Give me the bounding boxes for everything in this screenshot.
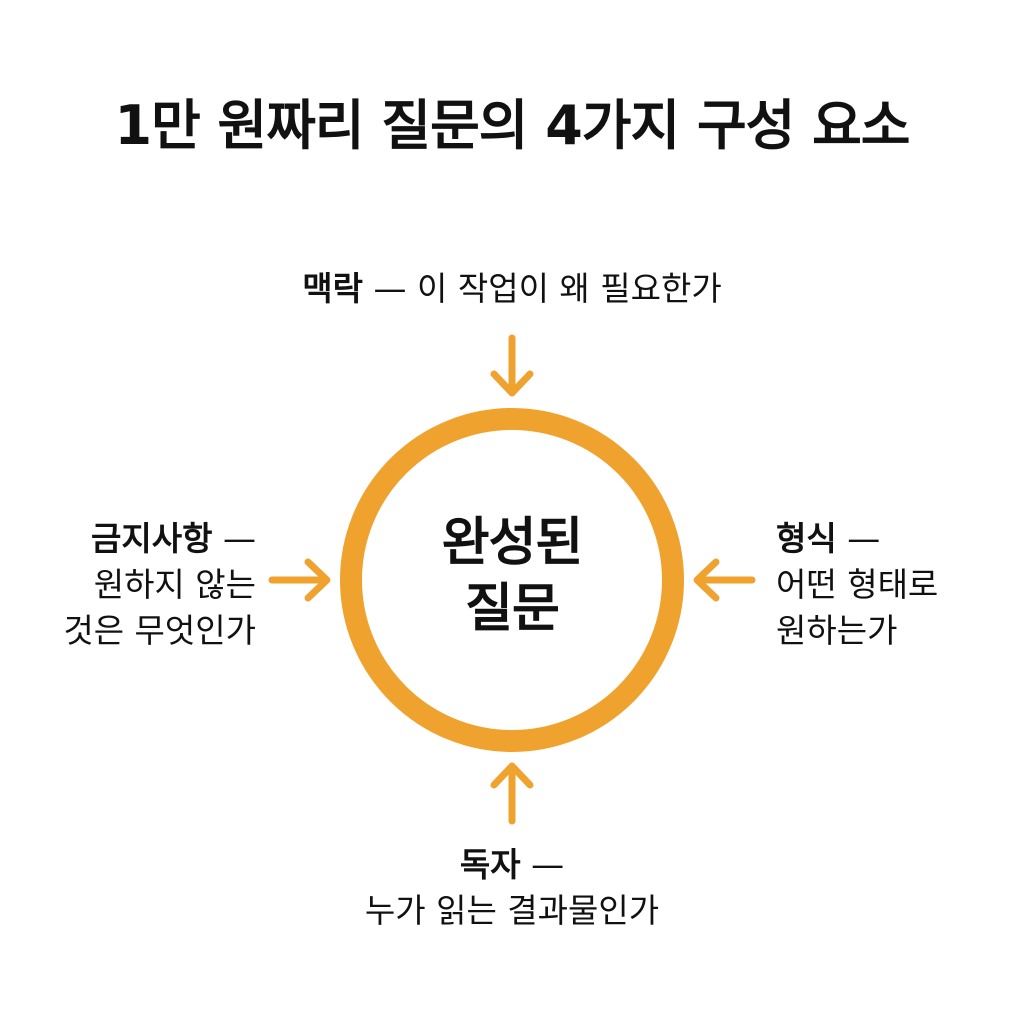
component-restrictions-line3: 것은 무엇인가 [63,611,256,650]
component-format-line3: 원하는가 [776,611,898,650]
component-audience: 독자 — 누가 읽는 결과물인가 [0,842,1024,934]
component-restrictions-dash: — [212,519,256,558]
component-restrictions-heading: 금지사항 [91,519,213,558]
component-format: 형식 — 어떤 형태로 원하는가 [776,516,1016,654]
component-restrictions-line2: 원하지 않는 [93,565,256,604]
center-label-line1: 완성된 [441,513,584,573]
component-context-description: — 이 작업이 왜 필요한가 [363,269,722,308]
component-audience-dash: — [520,845,565,884]
component-format-heading: 형식 [776,519,837,558]
center-label: 완성된 질문 [362,510,662,642]
arrow-from-left [268,558,331,602]
component-restrictions: 금지사항 — 원하지 않는 것은 무엇인가 [0,516,256,654]
component-audience-line2: 누가 읽는 결과물인가 [364,891,660,930]
arrow-from-right [693,558,756,602]
component-audience-heading: 독자 [459,845,521,884]
arrow-from-bottom [490,762,534,825]
center-label-line2: 질문 [465,579,560,639]
arrow-from-top [490,334,534,397]
component-format-dash: — [836,519,881,558]
center-ring [340,408,684,752]
component-format-line2: 어떤 형태로 [776,565,939,604]
component-context-heading: 맥락 [302,269,364,308]
diagram-title: 1만 원짜리 질문의 4가지 구성 요소 [114,94,911,157]
component-context: 맥락 — 이 작업이 왜 필요한가 [0,266,1024,312]
